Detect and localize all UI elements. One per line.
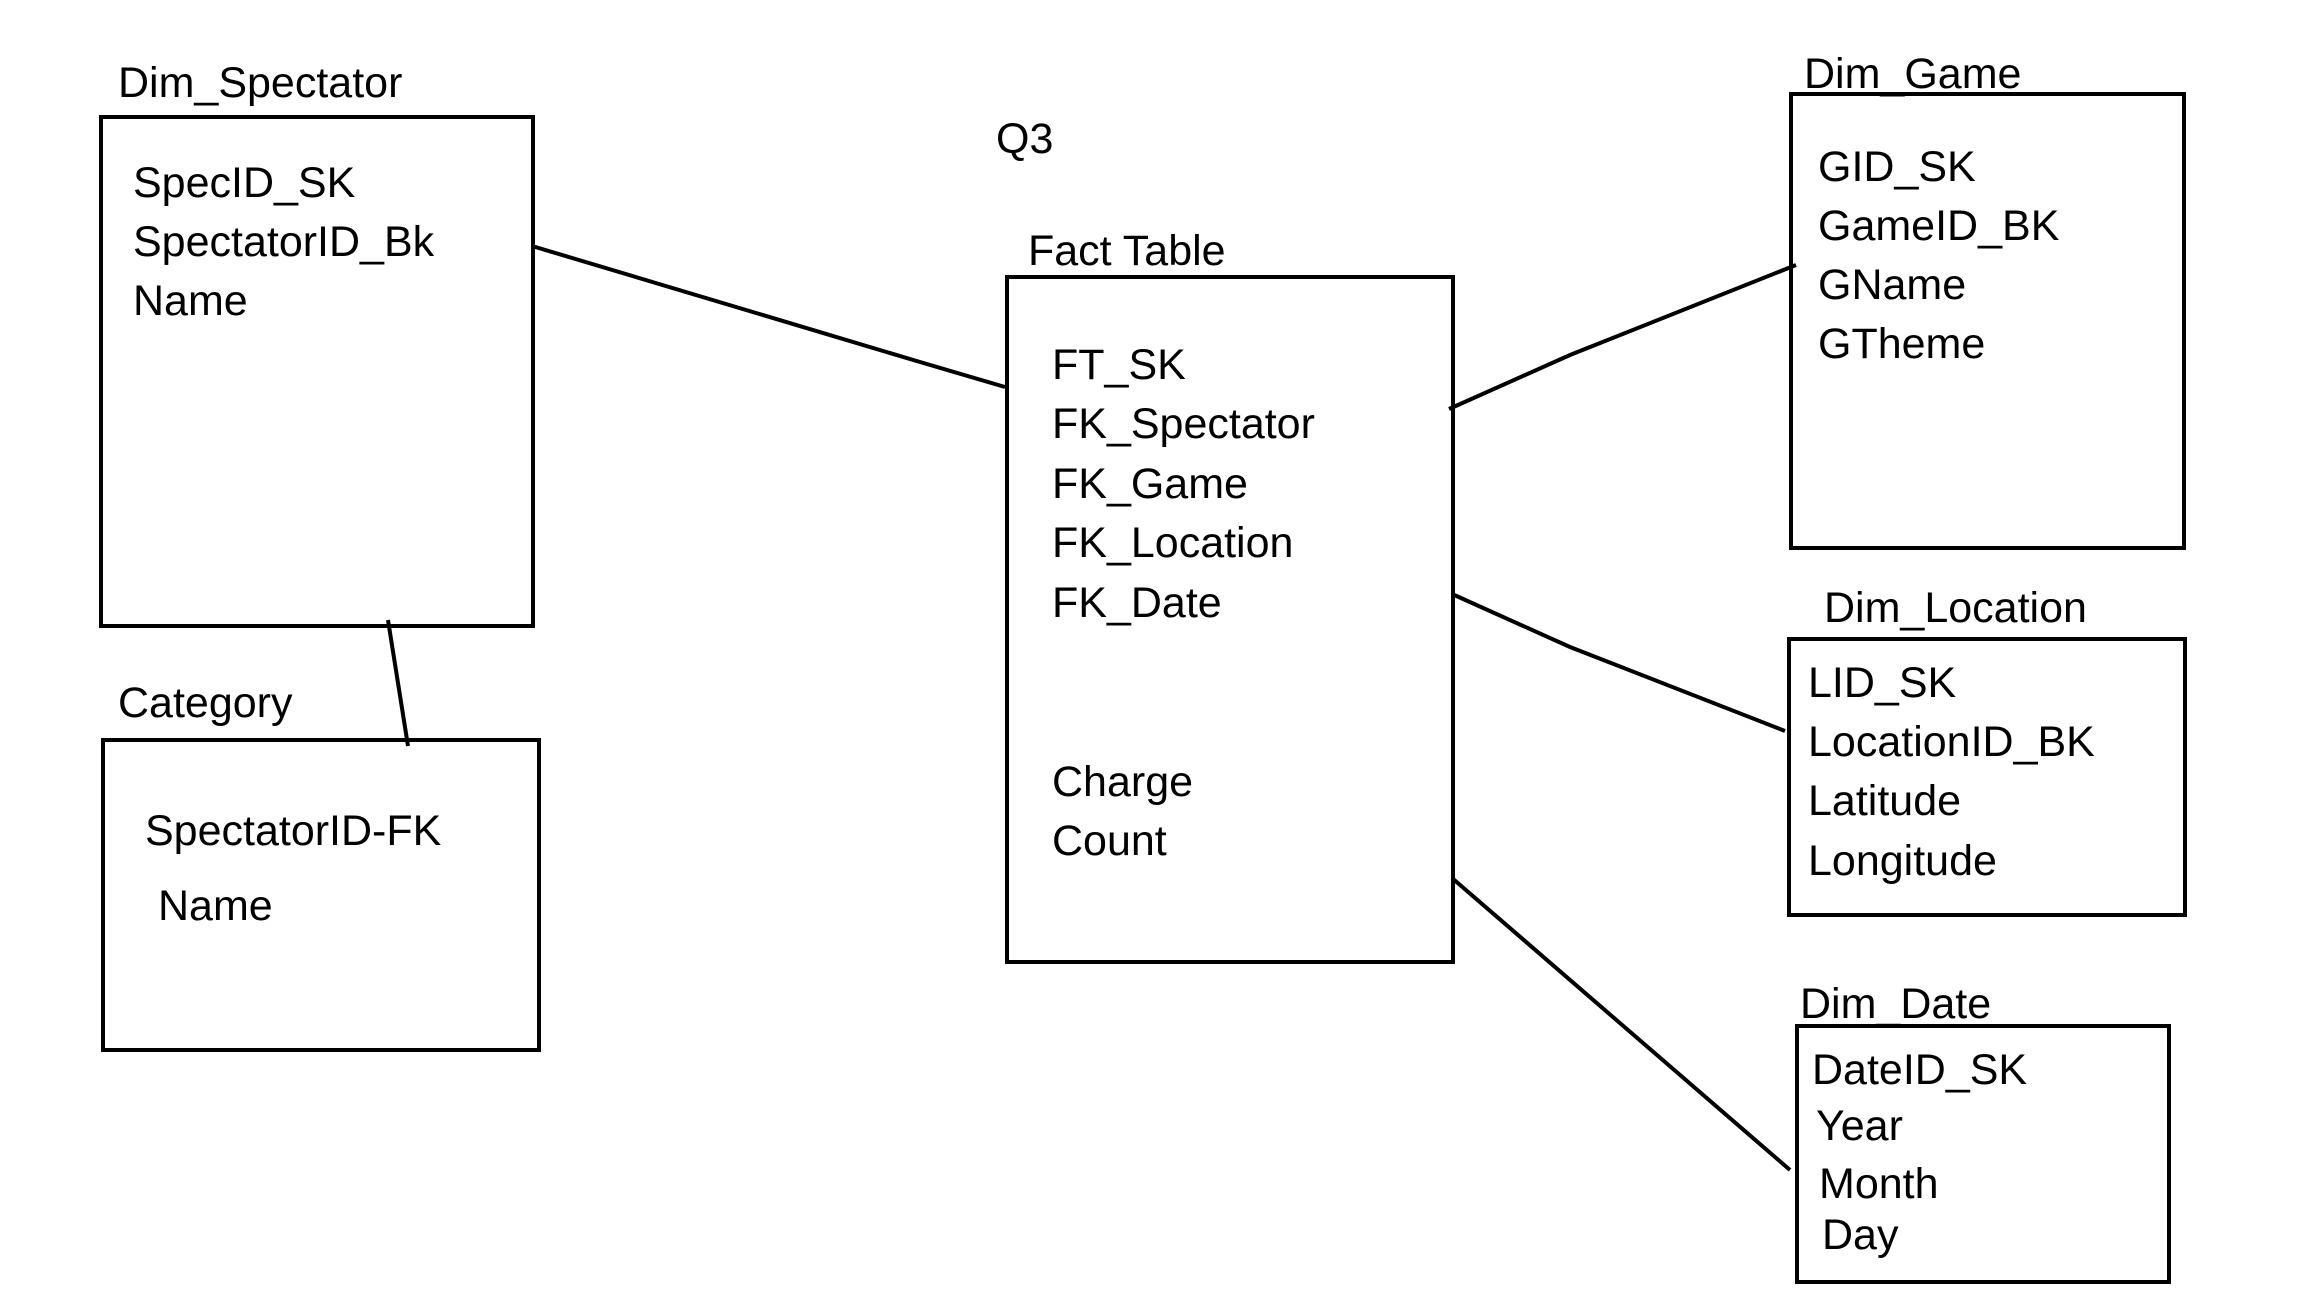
line-fact-to-game bbox=[1448, 263, 1797, 411]
entity-title-category: Category bbox=[118, 679, 293, 727]
line-spectator-to-category bbox=[386, 619, 410, 747]
entity-box-dim-game bbox=[1789, 92, 2186, 550]
entity-box-dim-location bbox=[1787, 637, 2187, 917]
line-fact-to-location bbox=[1451, 592, 1786, 733]
entity-box-category bbox=[101, 738, 541, 1052]
field-spectatorid-fk: SpectatorID-FK bbox=[145, 807, 442, 855]
field-fk-game: FK_Game bbox=[1052, 460, 1248, 508]
field-latitude: Latitude bbox=[1808, 777, 1962, 825]
field-category-name: Name bbox=[158, 882, 273, 930]
field-year: Year bbox=[1816, 1102, 1903, 1150]
entity-title-dim-spectator: Dim_Spectator bbox=[118, 59, 403, 107]
field-charge: Charge bbox=[1052, 758, 1194, 806]
field-gameid-bk: GameID_BK bbox=[1818, 202, 2060, 250]
line-fact-to-date bbox=[1450, 876, 1792, 1172]
entity-box-fact-table bbox=[1005, 275, 1455, 964]
field-specid-sk: SpecID_SK bbox=[133, 159, 356, 207]
entity-box-dim-date bbox=[1795, 1024, 2171, 1284]
field-spectatorid-bk: SpectatorID_Bk bbox=[133, 218, 435, 266]
field-fk-spectator: FK_Spectator bbox=[1052, 400, 1315, 448]
field-ft-sk: FT_SK bbox=[1052, 341, 1186, 389]
entity-title-fact-table: Fact Table bbox=[1028, 227, 1226, 275]
field-longitude: Longitude bbox=[1808, 837, 1997, 885]
field-fk-location: FK_Location bbox=[1052, 519, 1294, 567]
field-fk-date: FK_Date bbox=[1052, 579, 1222, 627]
field-month: Month bbox=[1819, 1160, 1939, 1208]
diagram-title: Q3 bbox=[996, 115, 1054, 163]
entity-title-dim-game: Dim_Game bbox=[1804, 50, 2022, 98]
field-count: Count bbox=[1052, 817, 1167, 865]
line-spectator-to-fact bbox=[531, 244, 1006, 389]
entity-title-dim-date: Dim_Date bbox=[1800, 980, 1992, 1028]
entity-box-dim-spectator bbox=[99, 115, 535, 628]
field-gid-sk: GID_SK bbox=[1818, 143, 1976, 191]
entity-title-dim-location: Dim_Location bbox=[1824, 584, 2087, 632]
field-gtheme: GTheme bbox=[1818, 320, 1986, 368]
field-dateid-sk: DateID_SK bbox=[1812, 1046, 2028, 1094]
field-gname: GName bbox=[1818, 261, 1967, 309]
field-locationid-bk: LocationID_BK bbox=[1808, 718, 2095, 766]
field-spectator-name: Name bbox=[133, 277, 248, 325]
field-day: Day bbox=[1822, 1211, 1899, 1259]
field-lid-sk: LID_SK bbox=[1808, 659, 1957, 707]
